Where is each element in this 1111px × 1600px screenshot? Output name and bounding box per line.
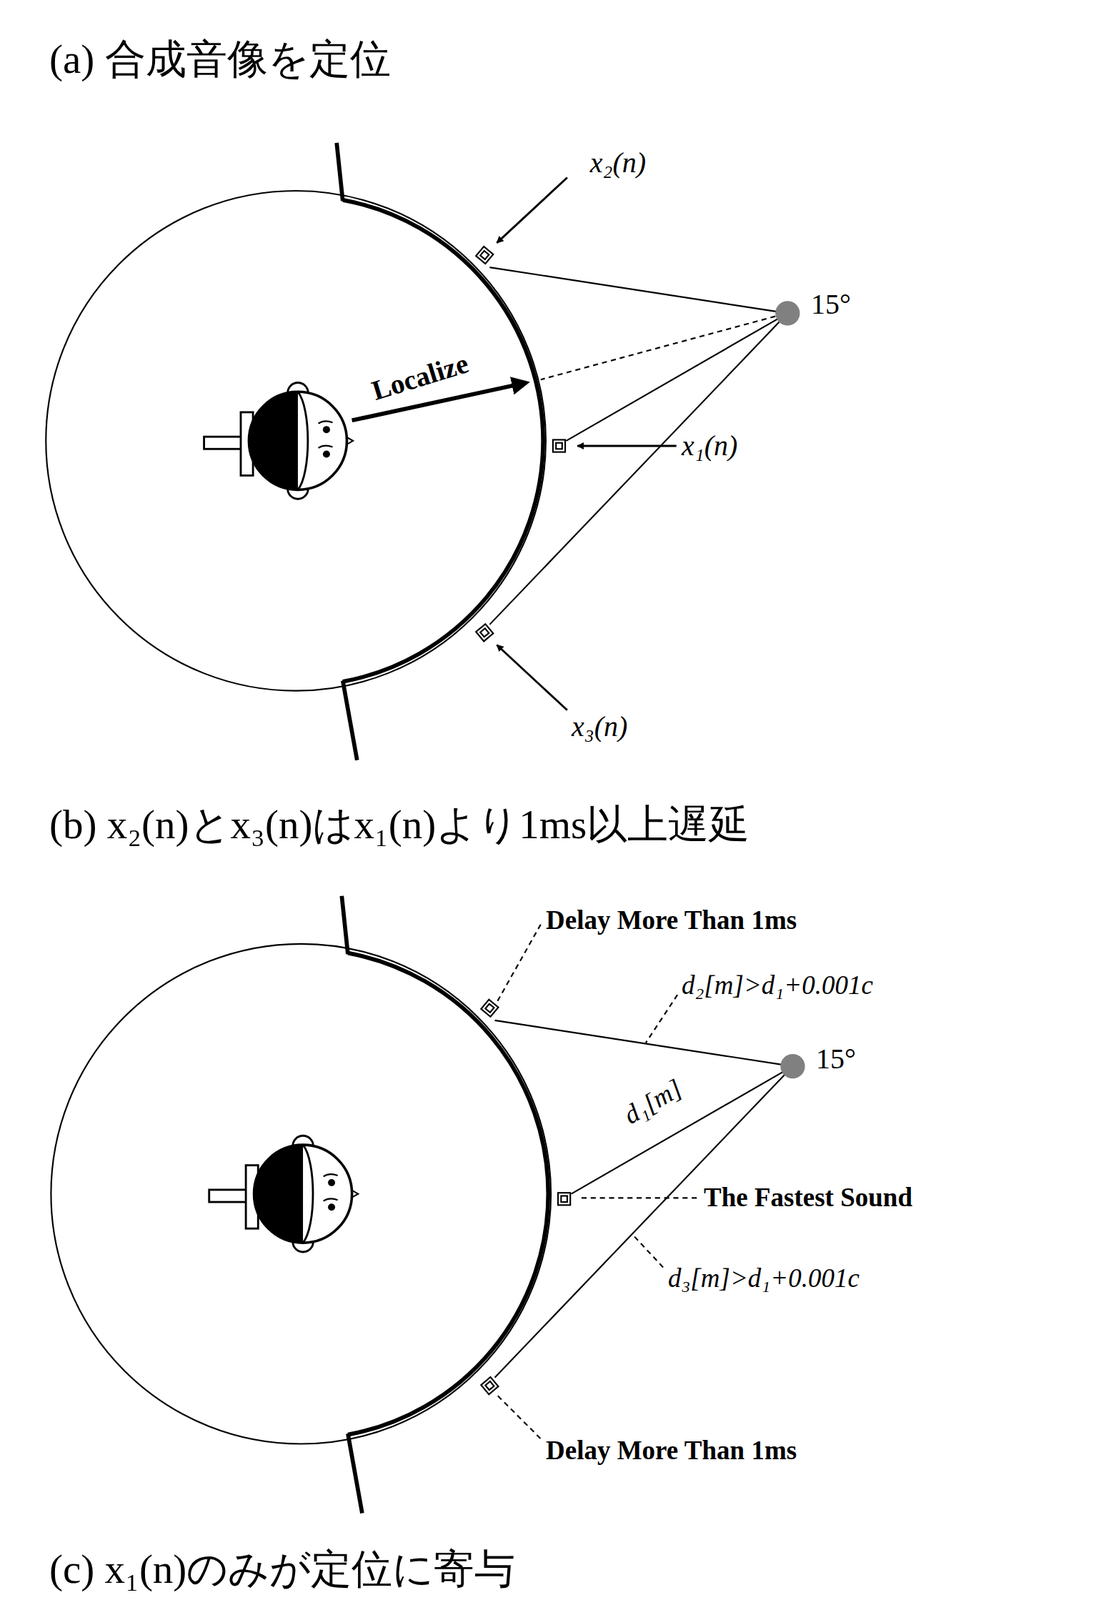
- distance-label: d₃[m]>d₁+0.001c: [668, 1263, 860, 1294]
- signal-name: x₃(n): [571, 710, 628, 744]
- panel-caption: (b) x₂(n)とx₃(n)はx₁(n)より1ms以上遅延: [49, 800, 750, 849]
- angle-label: 15°: [815, 1042, 856, 1076]
- panel-a-figure: [45, 142, 800, 761]
- signal-name: x₁(n): [681, 429, 738, 463]
- note-label: The Fastest Sound: [703, 1182, 913, 1214]
- distance-label: d₁[m]: [618, 1073, 689, 1131]
- angle-label: 15°: [810, 287, 851, 321]
- panel-caption: (a) 合成音像を定位: [49, 35, 391, 83]
- note-label: Delay More Than 1ms: [545, 1435, 797, 1467]
- distance-label: d₂[m]>d₁+0.001c: [681, 970, 874, 1001]
- panel-caption: (c) x₁(n)のみが定位に寄与: [49, 1545, 516, 1593]
- signal-name: x₂(n): [590, 146, 646, 180]
- note-label: Delay More Than 1ms: [545, 905, 797, 936]
